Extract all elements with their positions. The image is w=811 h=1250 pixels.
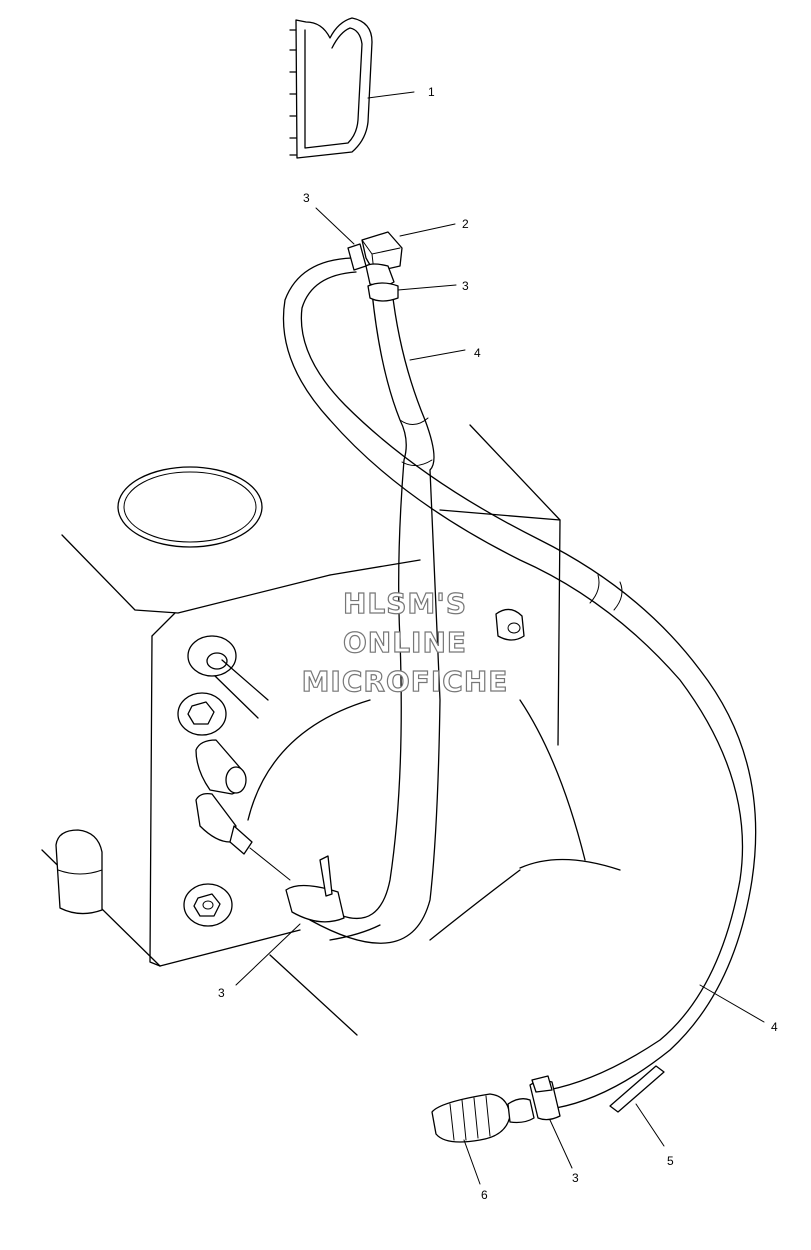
callout-2: 2 xyxy=(462,217,469,231)
elbow-fitting xyxy=(361,231,403,287)
callout-labels: 1 2 3 3 4 3 4 5 3 6 xyxy=(218,85,778,1202)
tank-fittings xyxy=(55,608,525,927)
inline-filter xyxy=(431,1093,535,1143)
callout-3-filter: 3 xyxy=(572,1171,579,1185)
edge-trim-part xyxy=(289,17,373,159)
retaining-strap xyxy=(609,1065,665,1113)
callout-4-lower: 4 xyxy=(771,1020,778,1034)
callout-3-elbow: 3 xyxy=(462,279,469,293)
vent-hose xyxy=(282,257,757,1109)
watermark-line-1: HLSM'S xyxy=(343,587,467,620)
callout-1: 1 xyxy=(428,85,435,99)
callout-3-top: 3 xyxy=(303,191,310,205)
watermark-line-2: ONLINE xyxy=(343,626,467,659)
leader-lines xyxy=(235,91,765,1185)
fuel-tank xyxy=(41,424,621,1036)
callout-4-upper: 4 xyxy=(474,346,481,360)
callout-3-tank: 3 xyxy=(218,986,225,1000)
filler-hose xyxy=(309,289,441,944)
callout-5: 5 xyxy=(667,1154,674,1168)
watermark: HLSM'S ONLINE MICROFICHE xyxy=(301,586,509,698)
callout-6: 6 xyxy=(481,1188,488,1202)
hose-clamps xyxy=(285,243,561,1121)
watermark-line-3: MICROFICHE xyxy=(302,665,509,698)
